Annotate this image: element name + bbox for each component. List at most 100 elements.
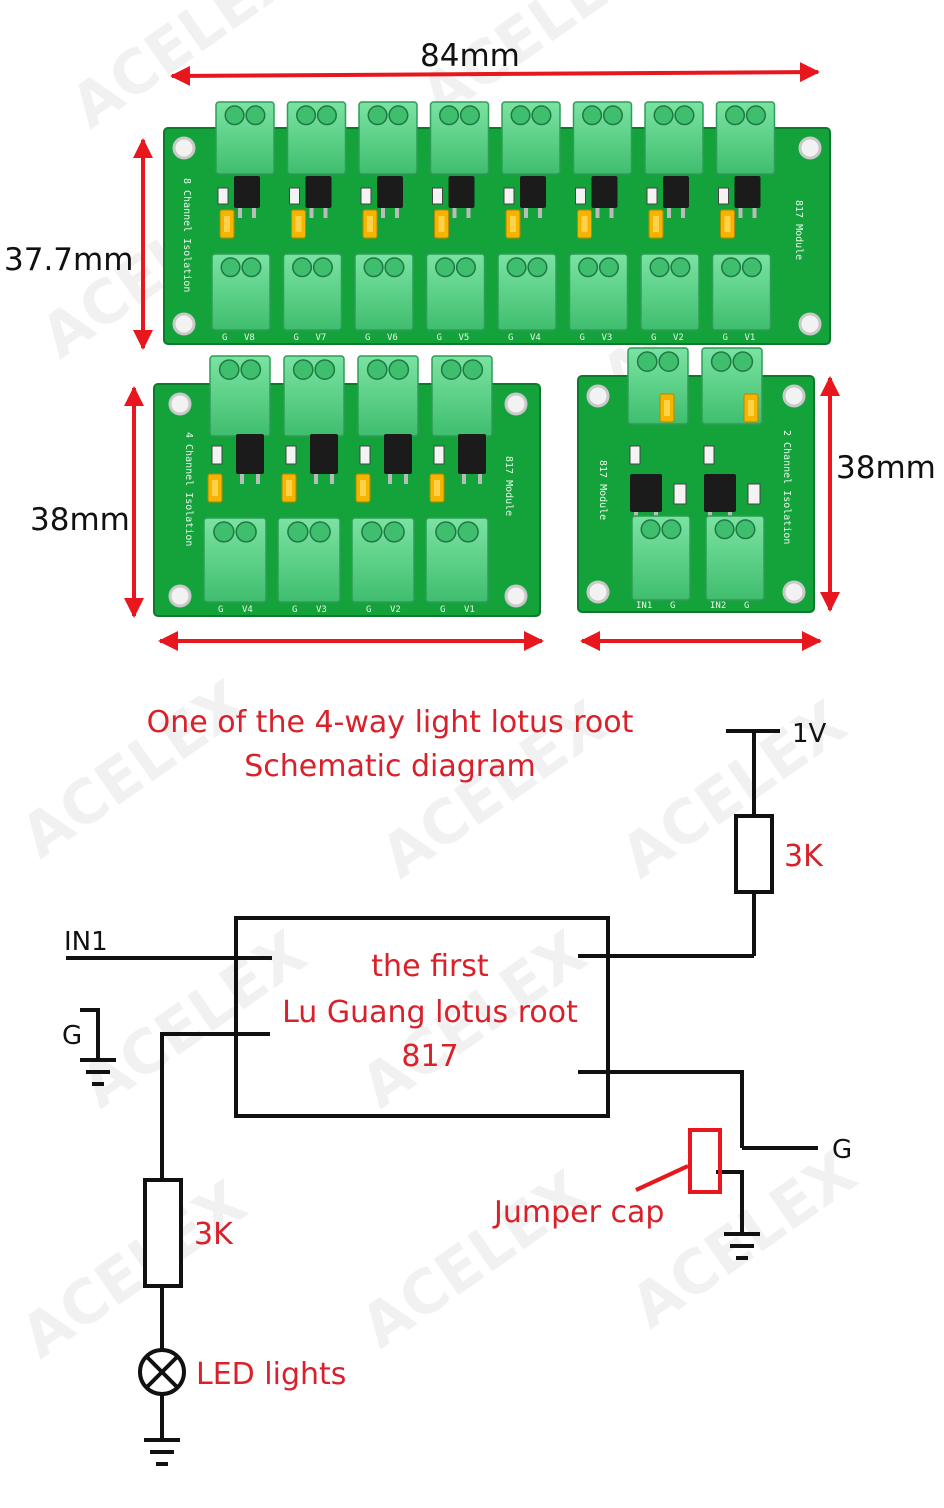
dimension-arrows [124,62,840,651]
screw-terminal [572,101,633,175]
ground-pin-label: G [437,333,442,343]
chip-pin [681,208,685,218]
optocoupler-chip [591,176,618,208]
ground-pin-label: G [440,605,445,615]
terminal-screw [674,105,695,126]
chip-pin [330,474,334,484]
screw-terminal [640,253,700,331]
channel-pin-label: V7 [316,333,327,343]
ground-pin-label: G [580,333,585,343]
watermark-text: ACELEX [348,1158,599,1363]
terminal-screw [598,257,619,278]
jumper-cap-highlight [510,216,516,232]
terminal-screw [240,359,262,380]
jumper-cap-highlight [748,400,754,416]
chip-pin [256,474,260,484]
smd-resistor [432,187,443,205]
optocoupler-chip [377,176,403,208]
width-arrow-board8 [170,62,820,86]
ground-pin-label: G [670,601,675,611]
optocoupler-chip [384,434,412,474]
jumper-label: Jumper cap [492,1195,664,1230]
jumper-cap-highlight [653,216,659,232]
schematic: One of the 4-way light lotus root Schema… [62,705,852,1466]
watermark-text: ACELEX [618,1138,869,1343]
mounting-hole [504,584,528,608]
terminal-screw [457,521,479,543]
ground-right-label: G [832,1135,852,1165]
terminal-screw [636,351,658,372]
chip-pin [252,208,256,218]
mounting-hole [172,312,196,336]
terminal-screw [602,105,623,126]
smd-resistor [285,445,297,465]
screw-terminal [215,101,275,175]
terminal-screw [527,257,548,278]
mounting-hole [586,384,610,408]
schematic-title-line1: One of the 4-way light lotus root [147,705,634,740]
chip-pin [595,208,600,218]
optocoupler-box [234,916,610,1118]
chip-pin [314,474,318,484]
jumper-pointer [635,1164,689,1192]
board-title-left: 8 Channel Isolation [181,178,192,292]
terminal-screw [459,105,480,126]
board-title-left: 4 Channel Isolation [183,432,194,546]
pcb-board [577,375,815,613]
jumper-cap-highlight [724,216,731,232]
smd-resistor [718,187,729,205]
terminal-screw [725,105,746,126]
terminal-screw [741,257,762,278]
ground-symbol [724,1232,760,1260]
board-title-left: 817 Module [597,460,608,520]
ground-pin-label: G [744,601,749,611]
terminal-screw [314,359,336,380]
dim-label-38mm-left: 38mm [30,502,130,538]
terminal-screw [732,351,754,372]
terminal-screw [670,257,691,278]
jumper-cap-highlight [581,216,588,232]
channel-pin-label: V2 [673,333,684,343]
channel-pin-label: V1 [745,333,756,343]
terminal-screw [582,105,603,126]
screw-terminal [715,101,776,175]
terminal-screw [213,521,235,543]
smd-resistor [703,445,715,465]
ground-pin-label: G [222,333,227,343]
terminal-screw [287,521,309,543]
chip-pin [240,474,244,484]
ground-symbol [80,1008,116,1086]
smd-resistor [360,187,372,205]
terminal-screw [578,257,599,278]
smd-resistor [211,445,223,465]
terminal-screw [361,521,383,543]
optocoupler-chip [663,176,689,208]
ground-pin-label: G [723,333,728,343]
chip-pin [609,208,614,218]
terminal-screw [292,359,314,380]
dim-label-84mm: 84mm [420,38,520,74]
chip-pin [466,208,471,218]
smd-resistor [575,187,586,205]
screw-terminal [429,101,490,175]
screw-terminal [425,253,486,331]
terminal-screw [462,359,484,380]
board-title-right: 2 Channel Isolation [781,430,792,544]
chip-pin [388,474,392,484]
terminal-screw [316,105,337,126]
terminal-screw [245,105,266,126]
chip-pin [238,208,242,218]
terminal-screw [367,105,388,126]
jumper-cap-highlight [212,480,218,496]
terminal-screw [506,257,527,278]
terminal-screw [745,105,766,126]
screw-terminal [644,101,704,175]
screw-terminal [282,253,343,331]
terminal-screw [224,105,245,126]
terminal-screw [440,359,462,380]
chip-label-line3: 817 [401,1039,458,1074]
optocoupler-chip [630,474,662,512]
terminal-screw [658,351,680,372]
channel-pin-label: V6 [387,333,398,343]
